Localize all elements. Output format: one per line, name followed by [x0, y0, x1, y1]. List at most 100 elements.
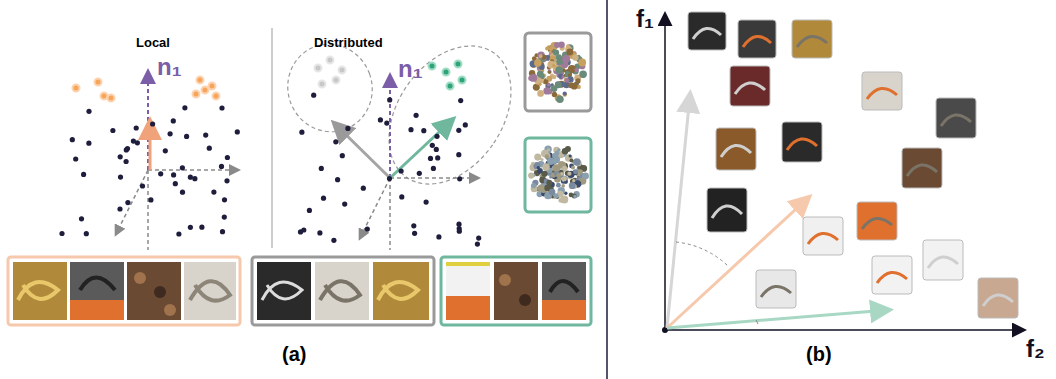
visualization-frame [525, 138, 591, 212]
dot [163, 148, 168, 153]
dot [158, 171, 163, 176]
feature-visualization [528, 146, 589, 204]
thumbnail-detail [983, 295, 1013, 306]
dot [563, 91, 567, 95]
dot [562, 176, 567, 181]
dot [378, 117, 383, 122]
divider [606, 0, 608, 379]
image-thumbnails [446, 262, 586, 320]
dot [458, 98, 463, 103]
dot [134, 125, 139, 130]
thumbnail [707, 188, 747, 232]
thumbnail [857, 202, 897, 240]
image-thumbnails [13, 262, 236, 320]
dot [211, 190, 216, 195]
dot [549, 189, 556, 196]
dot [531, 183, 536, 188]
dot [399, 168, 404, 173]
dot [81, 172, 86, 177]
dot [552, 75, 557, 80]
dot [556, 183, 561, 188]
dot [412, 231, 417, 236]
axis-label: n₁ [398, 56, 423, 82]
panel-title: Distributed [314, 36, 383, 50]
dot [547, 61, 555, 69]
dot [543, 87, 550, 94]
feature-dots [298, 93, 481, 247]
dot [124, 159, 129, 164]
dot [547, 69, 551, 73]
dot [361, 186, 366, 191]
dot [566, 49, 573, 56]
dot [572, 193, 577, 198]
thumbnail [902, 148, 942, 188]
dot [528, 76, 533, 81]
grey-cluster-dots [315, 57, 346, 88]
dot [434, 134, 439, 139]
dot [539, 54, 543, 58]
dot [572, 179, 575, 182]
thumbnail-detail [907, 165, 937, 176]
dot [434, 147, 439, 152]
dot [207, 146, 212, 151]
dot [307, 208, 312, 213]
dot [463, 122, 468, 127]
dot [131, 139, 136, 144]
dot [73, 156, 78, 161]
dot [561, 75, 564, 78]
dot [545, 154, 550, 159]
dot [549, 50, 552, 53]
dot [188, 225, 193, 230]
dot [562, 148, 568, 154]
panel-title: Local [136, 36, 170, 50]
dot [79, 216, 84, 221]
dot [311, 93, 316, 98]
dot [571, 165, 575, 169]
dot [384, 121, 389, 126]
dot [299, 130, 304, 135]
dot [568, 83, 574, 89]
axis-label: f₂ [1026, 336, 1045, 362]
activated-dots [73, 77, 220, 102]
dot [414, 113, 419, 118]
visualization-frame [525, 33, 591, 111]
dot [335, 177, 340, 182]
subfigure-label: (a) [282, 343, 306, 365]
dot [565, 154, 573, 162]
thumbnail-detail [862, 218, 892, 229]
dot [319, 166, 324, 171]
dot [84, 231, 89, 236]
dot [534, 154, 541, 161]
thumbnail [782, 122, 822, 162]
dot [556, 54, 562, 60]
dot [575, 78, 580, 83]
dot [408, 127, 413, 132]
dot [150, 121, 155, 126]
dot [222, 215, 227, 220]
dot [417, 171, 422, 176]
dot [168, 131, 173, 136]
dot [59, 231, 64, 236]
dot [537, 90, 544, 97]
thumbnail-detail [877, 272, 907, 283]
dot [572, 54, 578, 60]
dot [331, 238, 336, 243]
dot [573, 169, 578, 174]
dot [435, 155, 440, 160]
dot [564, 78, 569, 83]
dot [411, 223, 416, 228]
thumbnail [730, 66, 770, 106]
thumbnail [862, 72, 902, 110]
dot [537, 71, 544, 78]
dot [582, 172, 589, 179]
dot [531, 162, 534, 165]
dot [567, 172, 571, 176]
dot [547, 148, 550, 151]
dot [182, 105, 187, 110]
dot [534, 59, 541, 66]
dot [562, 166, 567, 171]
dot [345, 126, 350, 131]
dot [556, 173, 561, 178]
dot [365, 227, 370, 232]
dot [176, 231, 181, 236]
